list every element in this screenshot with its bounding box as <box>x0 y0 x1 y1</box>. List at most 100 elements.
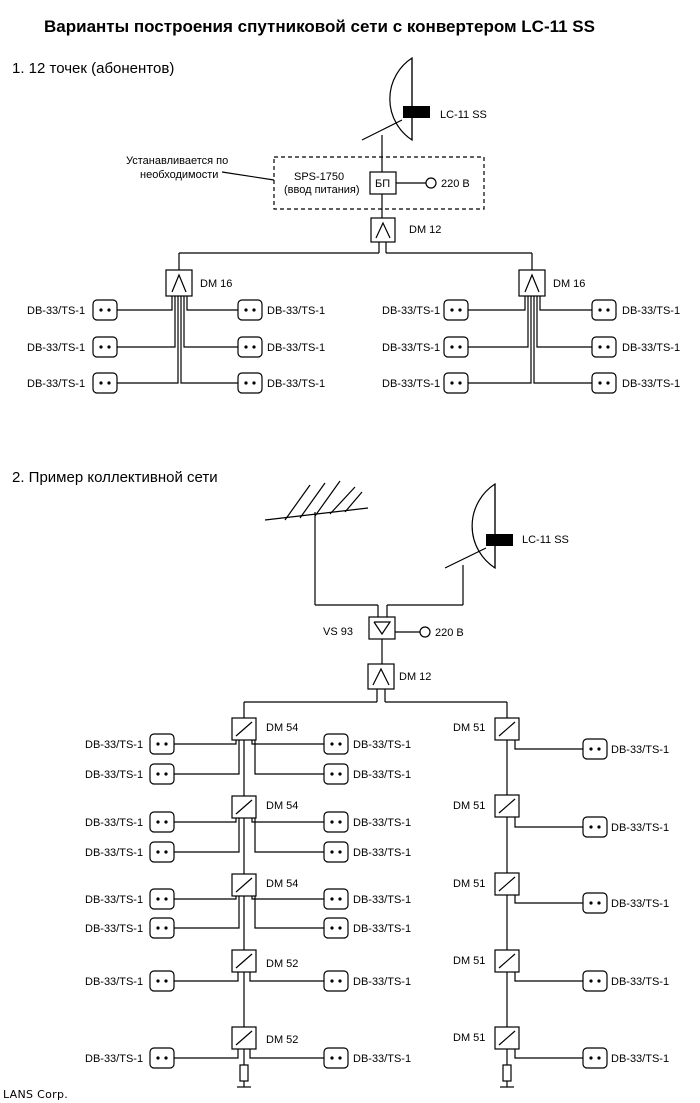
outlet-icon <box>149 841 175 863</box>
outlet-icon <box>582 816 608 838</box>
outlet-label: DB-33/TS-1 <box>611 898 669 910</box>
outlet-label: DB-33/TS-1 <box>611 822 669 834</box>
psu-optional-frame <box>273 156 485 210</box>
splitter-icon <box>518 269 546 297</box>
outlet-icon <box>92 336 118 358</box>
power-terminal-icon <box>425 177 437 189</box>
section2-heading: 2. Пример коллективной сети <box>12 469 218 486</box>
outlet-icon <box>149 811 175 833</box>
outlet-icon <box>149 733 175 755</box>
tap-icon <box>494 717 520 741</box>
s2-dm12-label: DM 12 <box>399 671 431 683</box>
s1-converter-label: LC-11 SS <box>440 109 487 121</box>
terrestrial-antenna-icon <box>264 480 379 617</box>
outlet-icon <box>591 299 617 321</box>
section1-heading: 1. 12 точек (абонентов) <box>12 60 174 77</box>
amp-label: VS 93 <box>323 626 353 638</box>
s1-dm12-label: DM 12 <box>409 224 441 236</box>
outlet-label: DB-33/TS-1 <box>85 1053 143 1065</box>
outlet-label: DB-33/TS-1 <box>611 976 669 988</box>
outlet-label: DB-33/TS-1 <box>85 894 143 906</box>
outlet-label: DB-33/TS-1 <box>267 305 325 317</box>
right-tap-label: DM 51 <box>453 722 485 734</box>
outlet-icon <box>591 372 617 394</box>
s1-dm16-left-label: DM 16 <box>200 278 232 290</box>
outlet-icon <box>443 372 469 394</box>
outlet-icon <box>149 763 175 785</box>
outlet-icon <box>582 970 608 992</box>
outlet-label: DB-33/TS-1 <box>267 378 325 390</box>
left-tap-label: DM 54 <box>266 878 298 890</box>
s2-power-label: 220 В <box>435 627 464 639</box>
page-title: Варианты построения спутниковой сети с к… <box>44 17 595 36</box>
s2-converter-label: LC-11 SS <box>522 534 569 546</box>
outlet-icon <box>237 372 263 394</box>
terminator-icon <box>500 1064 514 1088</box>
s2-outlets <box>149 733 608 1069</box>
right-tap-label: DM 51 <box>453 1032 485 1044</box>
tap-icon <box>494 794 520 818</box>
splitter-icon <box>165 269 193 297</box>
tap-icon <box>231 873 257 897</box>
outlet-label: DB-33/TS-1 <box>611 1053 669 1065</box>
outlet-label: DB-33/TS-1 <box>85 817 143 829</box>
outlet-label: DB-33/TS-1 <box>27 378 85 390</box>
note-line2: необходимости <box>140 169 218 181</box>
power-terminal-icon <box>419 626 431 638</box>
outlet-label: DB-33/TS-1 <box>353 769 411 781</box>
outlet-label: DB-33/TS-1 <box>353 1053 411 1065</box>
outlet-label: DB-33/TS-1 <box>85 976 143 988</box>
amplifier-icon <box>368 616 396 640</box>
tap-icon <box>494 1026 520 1050</box>
outlet-icon <box>443 299 469 321</box>
psu-model-label: SPS-1750 <box>294 171 344 183</box>
outlet-label: DB-33/TS-1 <box>27 342 85 354</box>
outlet-icon <box>582 1047 608 1069</box>
terminator-icon <box>237 1064 251 1088</box>
outlet-label: DB-33/TS-1 <box>382 378 440 390</box>
outlet-label: DB-33/TS-1 <box>85 847 143 859</box>
s1-power-label: 220 В <box>441 178 470 190</box>
outlet-icon <box>149 1047 175 1069</box>
psu-desc-label: (ввод питания) <box>284 184 360 196</box>
outlet-icon <box>591 336 617 358</box>
outlet-icon <box>323 841 349 863</box>
outlet-label: DB-33/TS-1 <box>611 744 669 756</box>
outlet-label: DB-33/TS-1 <box>85 923 143 935</box>
right-tap-label: DM 51 <box>453 878 485 890</box>
tap-icon <box>231 795 257 819</box>
left-tap-label: DM 54 <box>266 800 298 812</box>
psu-box-label: БП <box>375 178 390 190</box>
splitter-icon <box>367 663 395 690</box>
outlet-icon <box>323 1047 349 1069</box>
outlet-label: DB-33/TS-1 <box>622 342 680 354</box>
converter-icon <box>403 106 430 118</box>
tap-icon <box>231 717 257 741</box>
s1-dm16-right-label: DM 16 <box>553 278 585 290</box>
left-tap-label: DM 54 <box>266 722 298 734</box>
converter-icon <box>486 534 513 546</box>
outlet-icon <box>237 336 263 358</box>
note-line1: Устанавливается по <box>126 155 228 167</box>
right-tap-label: DM 51 <box>453 800 485 812</box>
outlet-label: DB-33/TS-1 <box>353 923 411 935</box>
right-tap-label: DM 51 <box>453 955 485 967</box>
outlet-label: DB-33/TS-1 <box>382 305 440 317</box>
tap-icon <box>494 872 520 896</box>
outlet-icon <box>582 892 608 914</box>
left-tap-label: DM 52 <box>266 1034 298 1046</box>
splitter-icon <box>370 217 396 243</box>
outlet-icon <box>323 917 349 939</box>
outlet-icon <box>237 299 263 321</box>
outlet-icon <box>149 917 175 939</box>
dish-icon <box>361 56 430 142</box>
outlet-icon <box>92 372 118 394</box>
outlet-icon <box>582 738 608 760</box>
outlet-icon <box>443 336 469 358</box>
outlet-label: DB-33/TS-1 <box>353 847 411 859</box>
left-tap-label: DM 52 <box>266 958 298 970</box>
outlet-icon <box>149 970 175 992</box>
outlet-label: DB-33/TS-1 <box>622 378 680 390</box>
outlet-icon <box>323 888 349 910</box>
